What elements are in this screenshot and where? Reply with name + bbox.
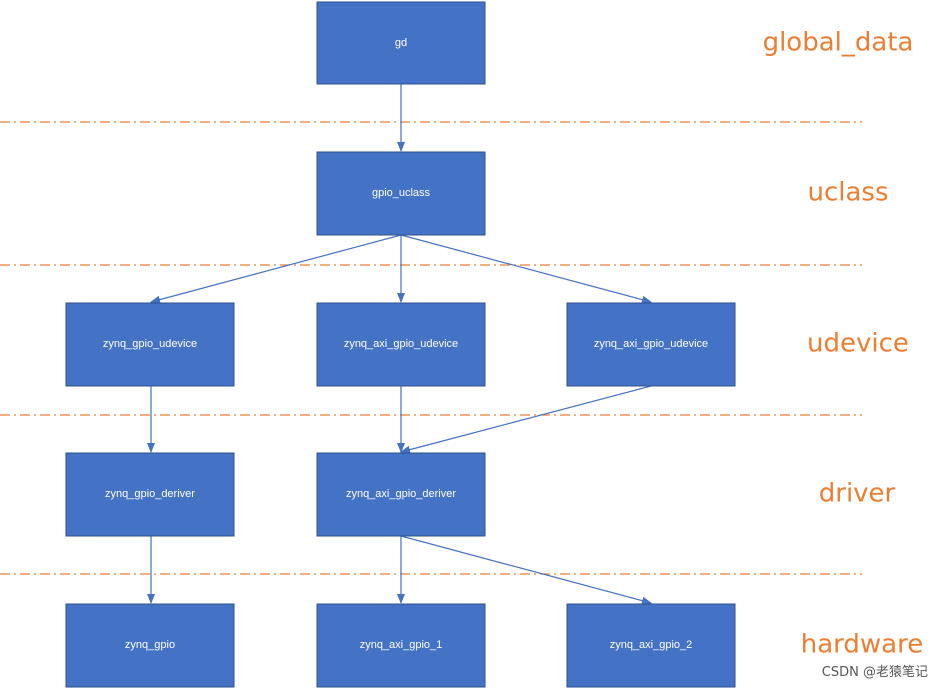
node-label: zynq_axi_gpio_1	[360, 639, 443, 651]
node-label: zynq_axi_gpio_2	[610, 639, 693, 651]
layer-labels: global_data uclass udevice driver hardwa…	[763, 28, 924, 660]
layer-label-global-data: global_data	[763, 28, 914, 58]
node-zynq-axi-gpio-udevice-1: zynq_axi_gpio_udevice	[316, 302, 486, 387]
edge-gpio-uclass-to-zynq-gpio-udevice	[150, 234, 402, 304]
node-zynq-gpio-udevice: zynq_gpio_udevice	[65, 302, 235, 387]
edges	[147, 84, 652, 605]
layer-label-uclass: uclass	[807, 178, 888, 208]
node-label: zynq_axi_gpio_udevice	[344, 338, 458, 350]
node-label: gd	[395, 37, 407, 49]
node-zynq-gpio-deriver: zynq_gpio_deriver	[65, 452, 235, 537]
node-label: zynq_gpio	[125, 639, 175, 651]
nodes: gd gpio_uclass zynq_gpio_udevice zynq_ax…	[65, 1, 736, 688]
node-label: gpio_uclass	[372, 187, 431, 199]
layer-label-udevice: udevice	[807, 329, 909, 359]
node-zynq-axi-gpio-udevice-2: zynq_axi_gpio_udevice	[566, 302, 736, 387]
node-label: zynq_gpio_udevice	[103, 338, 197, 350]
edge-zynq-axi-gpio-deriver-to-gpio-2	[400, 535, 652, 605]
edge-zynq-axi-gpio-udevice-2-to-deriver	[400, 385, 652, 454]
node-gd: gd	[316, 1, 486, 85]
edge-gpio-uclass-to-zynq-axi-gpio-udevice-2	[400, 234, 652, 304]
node-gpio-uclass: gpio_uclass	[316, 151, 486, 236]
layer-label-hardware: hardware	[801, 630, 923, 660]
node-zynq-gpio: zynq_gpio	[65, 603, 235, 688]
node-zynq-axi-gpio-deriver: zynq_axi_gpio_deriver	[316, 452, 486, 537]
layer-separators	[0, 121, 862, 575]
node-label: zynq_gpio_deriver	[105, 488, 195, 500]
watermark: CSDN @老猿笔记	[821, 665, 928, 680]
node-zynq-axi-gpio-2: zynq_axi_gpio_2	[566, 603, 736, 688]
node-label: zynq_axi_gpio_deriver	[346, 488, 456, 500]
node-label: zynq_axi_gpio_udevice	[594, 338, 708, 350]
node-zynq-axi-gpio-1: zynq_axi_gpio_1	[316, 603, 486, 688]
layer-label-driver: driver	[819, 479, 896, 509]
